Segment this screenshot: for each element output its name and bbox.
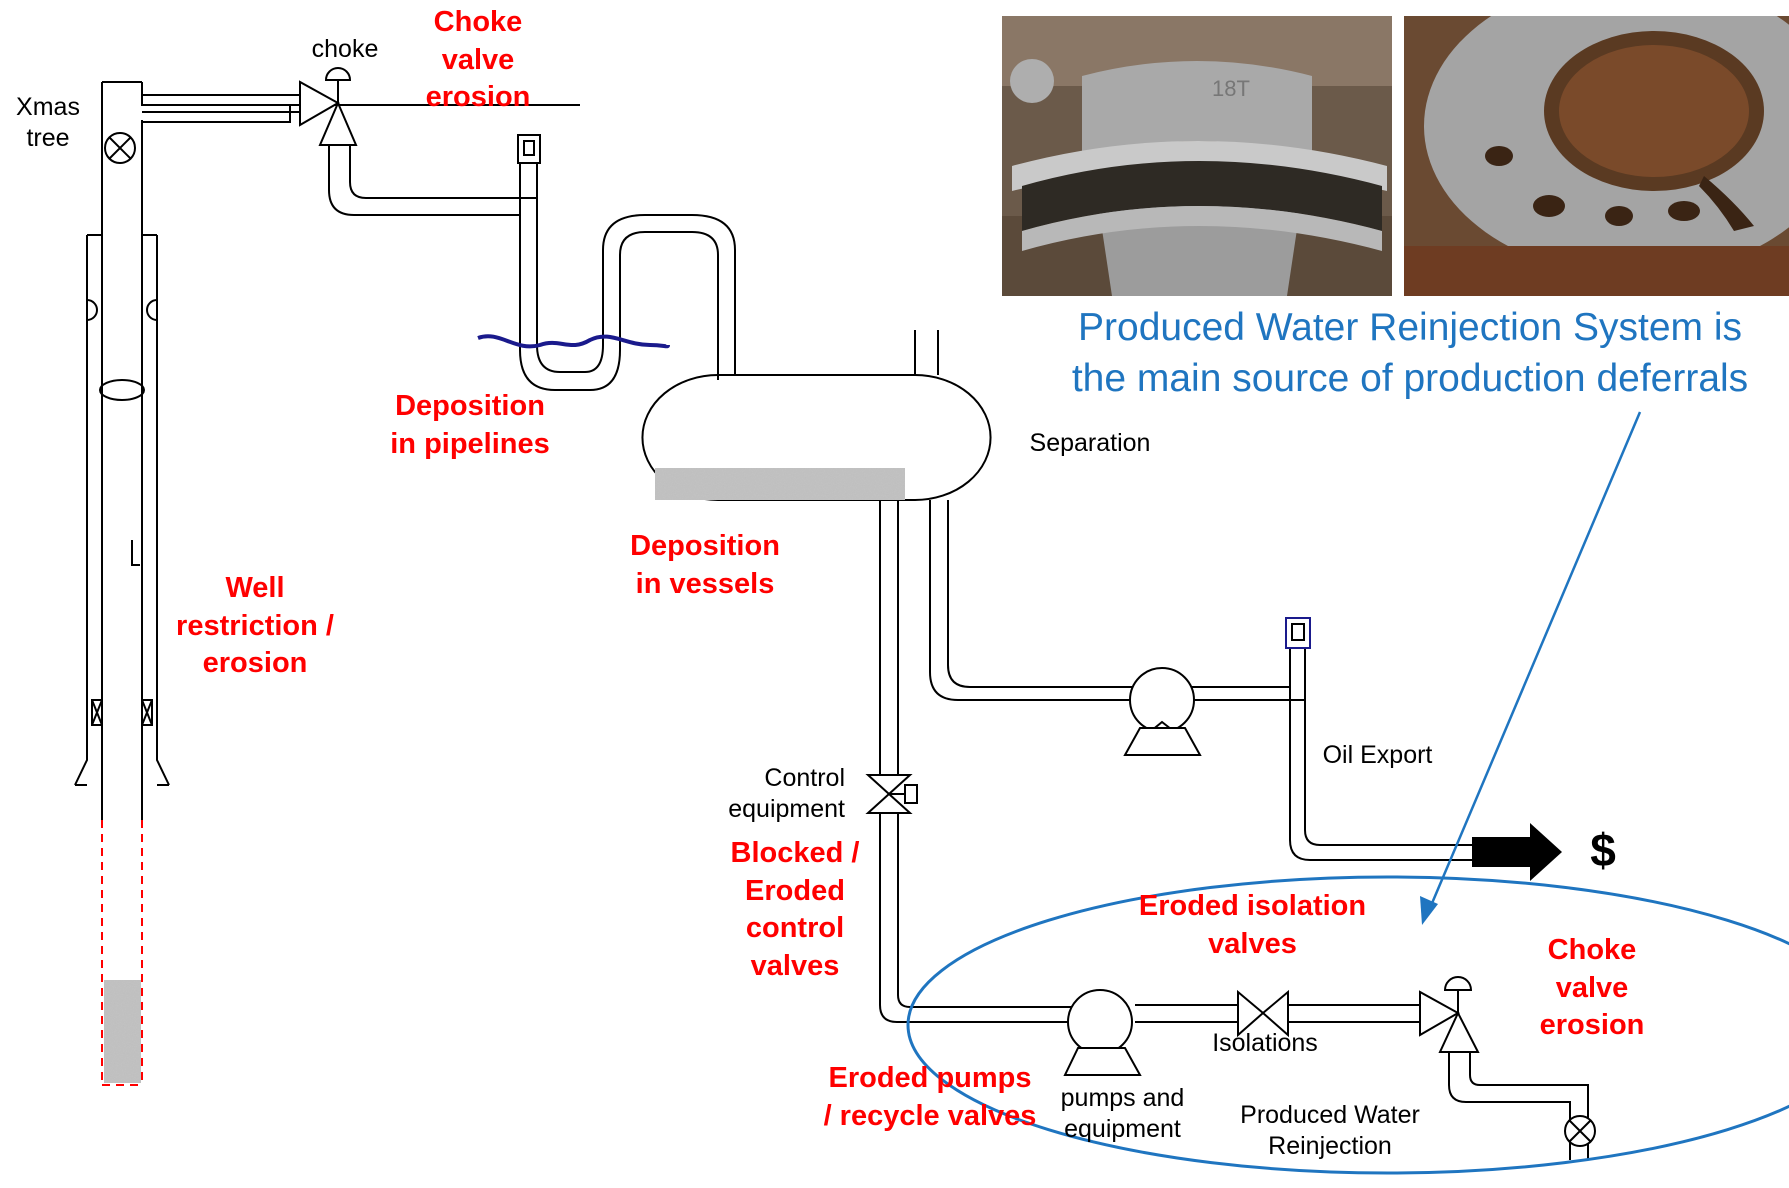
eroded-pumps-label: Eroded pumps / recycle valves <box>823 1062 1037 1132</box>
xmas-tree-text: Xmas tree <box>16 93 80 152</box>
isolations-label: Isolations <box>1212 1029 1318 1057</box>
wellhead-valve-icon <box>1564 1115 1596 1147</box>
well-string <box>74 81 580 1086</box>
flowline-choke-to-riser <box>328 145 736 391</box>
well-restriction-label: Well restriction / erosion <box>176 572 334 680</box>
deposition-vessels-label: Deposition in vessels <box>630 530 780 600</box>
dollar-label: $ <box>1590 824 1616 876</box>
choke-valve-erosion-top-label: Choke valve erosion <box>425 6 531 114</box>
choke-valve-icon <box>299 67 358 146</box>
svg-text:18T: 18T <box>1212 76 1250 101</box>
export-arrow-icon <box>1472 823 1562 881</box>
vessel-sand-deposit <box>655 468 905 500</box>
eroded-isolation-label: Eroded isolation valves <box>1138 890 1367 960</box>
pumps-equipment-label: pumps and equipment <box>1060 1084 1185 1143</box>
oil-export-line <box>929 500 1485 861</box>
produced-water-label: Produced Water Reinjection <box>1240 1101 1420 1160</box>
pwri-pump-icon <box>1063 989 1142 1076</box>
blocked-eroded-label: Blocked / Eroded control valves <box>730 837 860 983</box>
isolation-valve-icon <box>1237 989 1289 1038</box>
pipeline-deposit-line <box>477 334 670 349</box>
separation-label: Separation <box>1029 429 1151 457</box>
indicator-oil-icon <box>1285 617 1311 649</box>
pwri-injection-line <box>1448 1052 1589 1160</box>
pwri-highlight-ellipse <box>906 875 1789 1175</box>
indicator-top-icon <box>517 134 541 164</box>
separator-vessel <box>641 330 992 501</box>
flowline-to-choke <box>142 94 300 113</box>
eroded-spool-photo: 18T <box>1002 16 1392 296</box>
well-sand-deposit <box>104 980 141 1083</box>
pwri-choke-valve-icon <box>1419 976 1480 1053</box>
choke-valve-erosion-bottom-label: Choke valve erosion <box>1539 934 1645 1042</box>
oil-export-label: Oil Export <box>1322 741 1433 769</box>
deposition-pipelines-label: Deposition in pipelines <box>390 390 550 460</box>
xmas-tree-valve-icon <box>104 132 136 164</box>
pwri-callout-label: Produced Water Reinjection System is the… <box>1071 306 1749 400</box>
choke-label: choke <box>311 35 379 63</box>
control-valve-icon <box>865 774 918 814</box>
callout-arrow <box>1420 411 1642 925</box>
control-equipment-label: Control equipment <box>728 764 845 823</box>
xmas-tree-label: Xmas tree <box>8 92 88 153</box>
eroded-flange-photo <box>1404 16 1789 296</box>
oil-export-pump-icon <box>1123 667 1202 756</box>
